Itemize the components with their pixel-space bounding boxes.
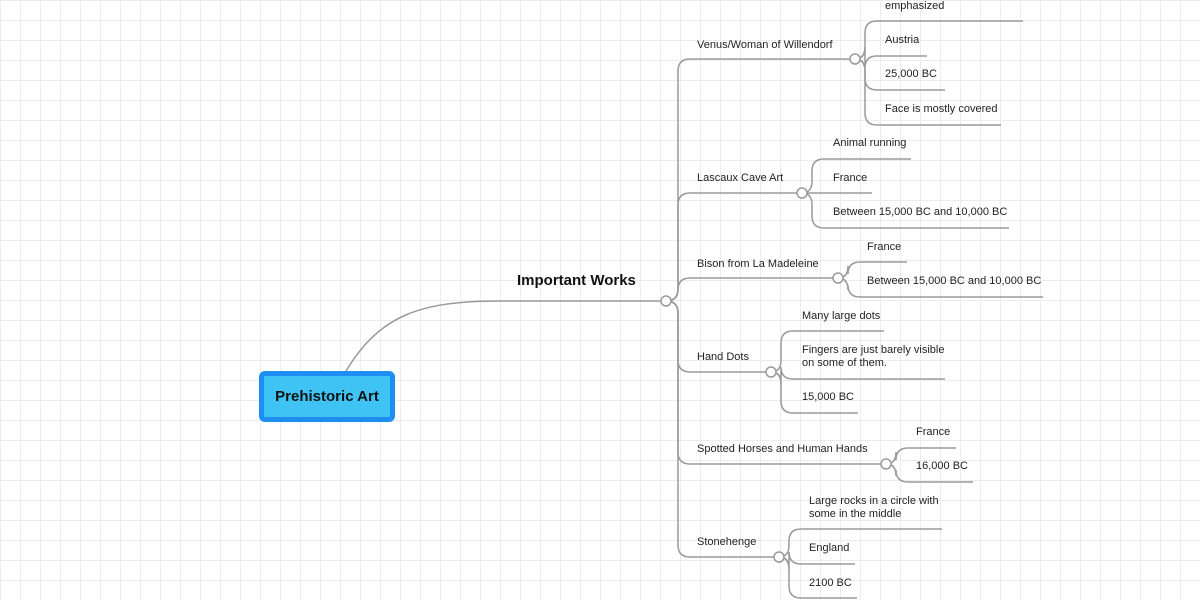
venus-connector-0: [854, 20, 1023, 60]
detail-lascaux-date[interactable]: Between 15,000 BC and 10,000 BC: [833, 206, 1008, 218]
spotted-horses-collapse-toggle[interactable]: [880, 458, 892, 470]
root-to-branch-connector: [345, 300, 666, 372]
detail-venus-place[interactable]: Austria: [885, 34, 920, 46]
root-node[interactable]: Prehistoric Art: [259, 371, 395, 422]
detail-hand-dots-date[interactable]: 15,000 BC: [802, 391, 854, 403]
detail-stonehenge-date[interactable]: 2100 BC: [809, 577, 852, 589]
bison-collapse-toggle[interactable]: [832, 272, 844, 284]
detail-stonehenge-place[interactable]: England: [809, 542, 850, 554]
branch-collapse-toggle[interactable]: [660, 295, 672, 307]
detail-spotted-date[interactable]: 16,000 BC: [916, 460, 968, 472]
topic-connector-5: [665, 300, 779, 558]
detail-bison-place[interactable]: France: [867, 241, 902, 253]
branch-important-works[interactable]: Important Works: [517, 272, 636, 289]
detail-stonehenge-rocks[interactable]: Large rocks in a circle with some in the…: [809, 495, 939, 520]
venus-connector-1: [854, 46, 927, 69]
topic-hand-dots[interactable]: Hand Dots: [697, 351, 749, 363]
detail-lascaux-place[interactable]: France: [833, 172, 868, 184]
topic-stonehenge[interactable]: Stonehenge: [697, 536, 757, 548]
detail-venus-date[interactable]: 25,000 BC: [885, 68, 937, 80]
topic-lascaux[interactable]: Lascaux Cave Art: [697, 172, 784, 184]
topic-spotted-horses[interactable]: Spotted Horses and Human Hands: [697, 443, 868, 455]
stonehenge-collapse-toggle[interactable]: [773, 551, 785, 563]
topic-venus[interactable]: Venus/Woman of Willendorf: [697, 39, 833, 51]
topic-bison[interactable]: Bison from La Madeleine: [697, 258, 819, 270]
detail-bison-date[interactable]: Between 15,000 BC and 10,000 BC: [867, 275, 1042, 287]
hand-dots-collapse-toggle[interactable]: [765, 366, 777, 378]
detail-hand-dots-dots[interactable]: Many large dots: [802, 310, 881, 322]
stonehenge-connector-0: [778, 528, 942, 558]
detail-lascaux-subject[interactable]: Animal running: [833, 137, 907, 149]
detail-hand-dots-fingers[interactable]: Fingers are just barely visible on some …: [802, 344, 945, 369]
root-label: Prehistoric Art: [275, 388, 379, 405]
topic-connector-2: [665, 277, 838, 302]
detail-venus-face[interactable]: Face is mostly covered: [885, 103, 998, 115]
topic-connector-4: [665, 300, 886, 465]
detail-spotted-place[interactable]: France: [916, 426, 951, 438]
detail-venus-emphasized[interactable]: emphasized: [885, 0, 945, 12]
lascaux-collapse-toggle[interactable]: [796, 187, 808, 199]
venus-collapse-toggle[interactable]: [849, 53, 861, 65]
topic-connector-1: [665, 192, 802, 302]
